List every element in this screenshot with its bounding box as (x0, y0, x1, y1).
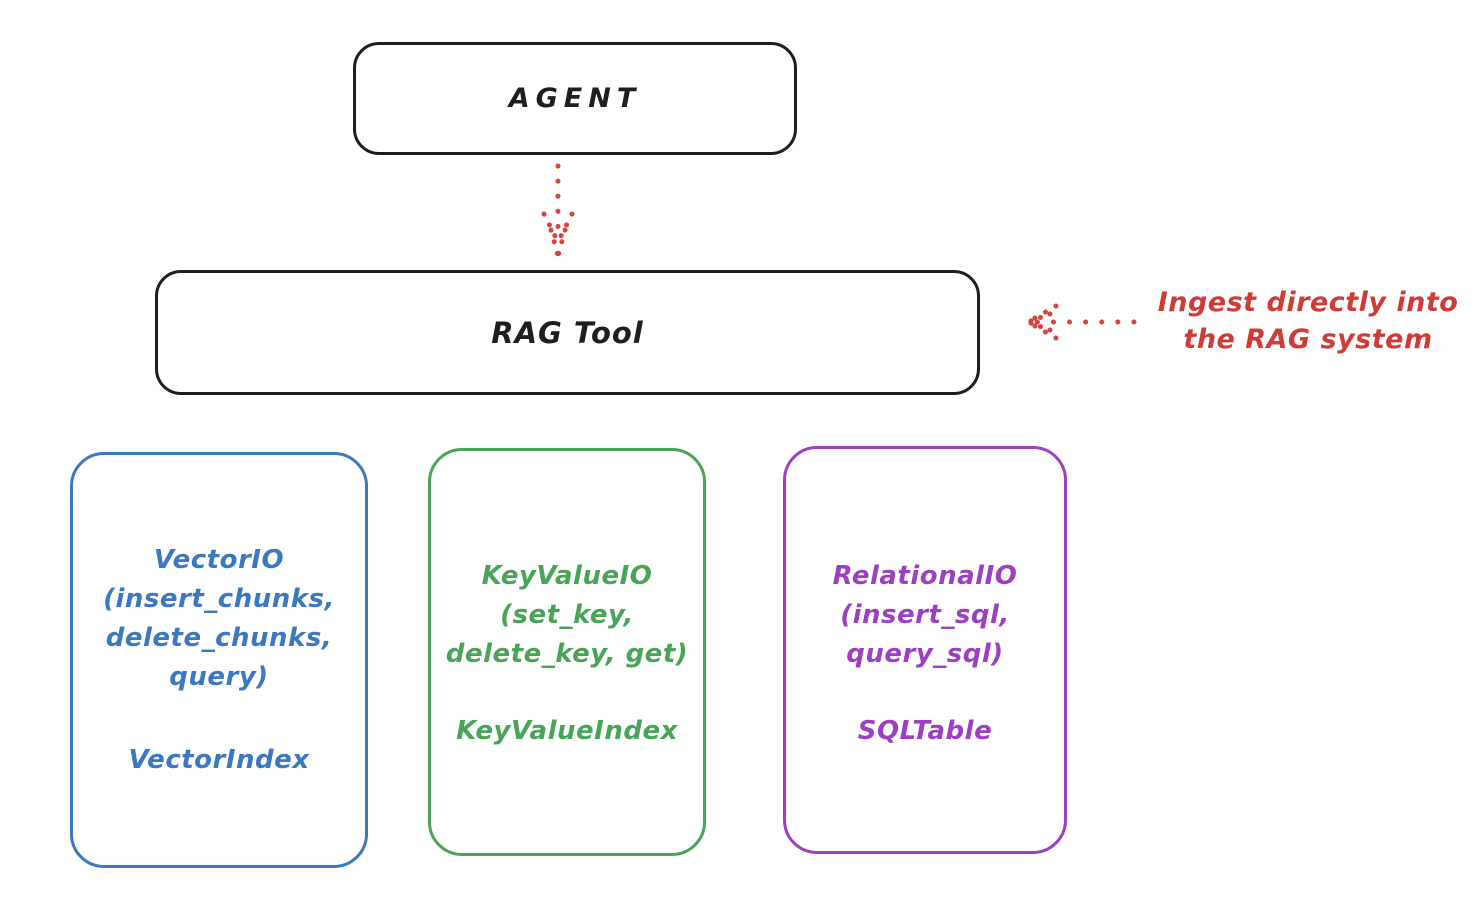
ingest-annotation-line2: the RAG system (1183, 324, 1433, 355)
store-keyvalue-io-line: (set_key, (500, 600, 634, 630)
spacer (786, 674, 1064, 712)
dotted-arrow-left-icon (1025, 303, 1137, 341)
store-keyvalue-io-line: KeyValueIO (481, 561, 653, 591)
agent-node: AGENT (353, 42, 797, 155)
store-card-vector-io: VectorIO (insert_chunks, delete_chunks, … (70, 452, 368, 868)
store-vector-io-line: (insert_chunks, (103, 584, 335, 614)
store-relational-io-line: query_sql) (846, 639, 1004, 669)
ingest-annotation-line1: Ingest directly into (1157, 287, 1459, 318)
agent-label: AGENT (508, 83, 642, 114)
spacer (73, 697, 365, 741)
rag-tool-label: RAG Tool (491, 315, 644, 350)
rag-tool-node: RAG Tool (155, 270, 980, 395)
ingest-annotation: Ingest directly into the RAG system (1132, 284, 1484, 358)
store-relational-io-line: RelationalIO (832, 561, 1018, 591)
store-vector-io-line: query) (169, 662, 269, 692)
store-card-keyvalue-io: KeyValueIO (set_key, delete_key, get) Ke… (428, 448, 706, 856)
spacer (431, 674, 703, 712)
store-keyvalue-io-line: delete_key, get) (445, 639, 689, 669)
dotted-arrow-down-icon (541, 163, 575, 259)
store-keyvalue-io-index-label: KeyValueIndex (456, 716, 678, 746)
store-vector-io-index-label: VectorIndex (128, 745, 310, 775)
store-relational-io-index-label: SQLTable (857, 716, 993, 746)
store-vector-io-line: VectorIO (153, 545, 285, 575)
store-vector-io-line: delete_chunks, (105, 623, 333, 653)
store-card-relational-io: RelationalIO (insert_sql, query_sql) SQL… (783, 446, 1067, 854)
store-relational-io-line: (insert_sql, (840, 600, 1010, 630)
